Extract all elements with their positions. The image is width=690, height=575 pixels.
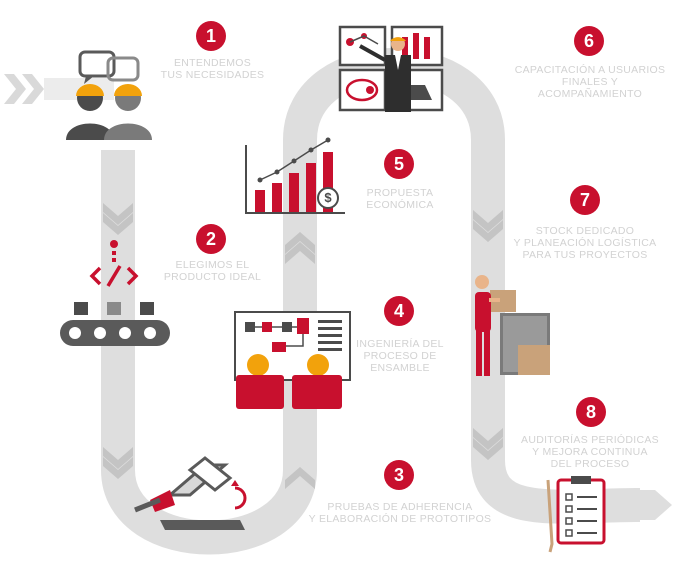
step-5-label-line: ECONÓMICA: [366, 199, 434, 211]
step-3-label-line: PRUEBAS DE ADHERENCIA: [327, 501, 473, 513]
workers-chat-icon: [66, 50, 152, 140]
checklist-clipboard-icon: [546, 476, 606, 553]
training-presentation-icon: [338, 25, 444, 112]
step-6-label-line: CAPACITACIÓN A USUARIOS: [514, 64, 666, 76]
process-planning-icon: [234, 311, 351, 409]
step-2-badge: 2: [196, 224, 226, 254]
step-6-label-line: FINALES Y: [561, 76, 619, 88]
step-8-label: AUDITORÍAS PERIÓDICAS Y MEJORA CONTINUA …: [505, 434, 675, 470]
middle-chevrons: [285, 232, 315, 489]
step-8-label-line: DEL PROCESO: [550, 458, 630, 470]
step-4-label-line: ENSAMBLE: [370, 362, 430, 374]
step-4-label: INGENIERÍA DEL PROCESO DE ENSAMBLE: [335, 338, 465, 374]
step-7-label-line: STOCK DEDICADO: [535, 225, 635, 237]
left-chevrons: [103, 203, 133, 479]
step-4-label-line: PROCESO DE: [363, 350, 437, 362]
warehouse-worker-icon: [475, 275, 550, 376]
conveyor-sorting-icon: [60, 240, 170, 346]
step-3-label-line: Y ELABORACIÓN DE PROTOTIPOS: [308, 513, 492, 525]
step-7-label-line: PARA TUS PROYECTOS: [522, 249, 648, 261]
applicator-icon: [134, 456, 247, 530]
step-8-label-line: Y MEJORA CONTINUA: [532, 446, 648, 458]
step-7-label: STOCK DEDICADO Y PLANEACIÓN LOGÍSTICA PA…: [500, 225, 670, 261]
dollar-icon: $: [324, 190, 332, 205]
step-4-label-line: INGENIERÍA DEL: [356, 338, 444, 350]
step-2-label-line: ELEGIMOS EL: [175, 259, 250, 271]
step-7-label-line: Y PLANEACIÓN LOGÍSTICA: [513, 237, 657, 249]
step-5-label-line: PROPUESTA: [366, 187, 434, 199]
step-1-label-line: ENTENDEMOS: [173, 57, 252, 69]
step-5-label: PROPUESTA ECONÓMICA: [340, 187, 460, 211]
step-3-badge: 3: [384, 460, 414, 490]
step-2-label-line: PRODUCTO IDEAL: [163, 271, 262, 283]
step-7-badge: 7: [570, 185, 600, 215]
step-1-label-line: TUS NECESIDADES: [160, 69, 265, 81]
step-1-label: ENTENDEMOS TUS NECESIDADES: [140, 57, 285, 81]
step-1-badge: 1: [196, 21, 226, 51]
step-2-label: ELEGIMOS EL PRODUCTO IDEAL: [140, 259, 285, 283]
step-3-label: PRUEBAS DE ADHERENCIA Y ELABORACIÓN DE P…: [290, 501, 510, 525]
step-8-label-line: AUDITORÍAS PERIÓDICAS: [521, 434, 659, 446]
step-5-badge: 5: [384, 149, 414, 179]
step-4-badge: 4: [384, 296, 414, 326]
step-6-label-line: ACOMPAÑAMIENTO: [537, 88, 643, 100]
step-6-label: CAPACITACIÓN A USUARIOS FINALES Y ACOMPA…: [505, 64, 675, 100]
step-6-badge: 6: [574, 26, 604, 56]
growth-chart-icon: [245, 137, 345, 214]
step-8-badge: 8: [576, 397, 606, 427]
right-chevrons: [473, 210, 503, 460]
